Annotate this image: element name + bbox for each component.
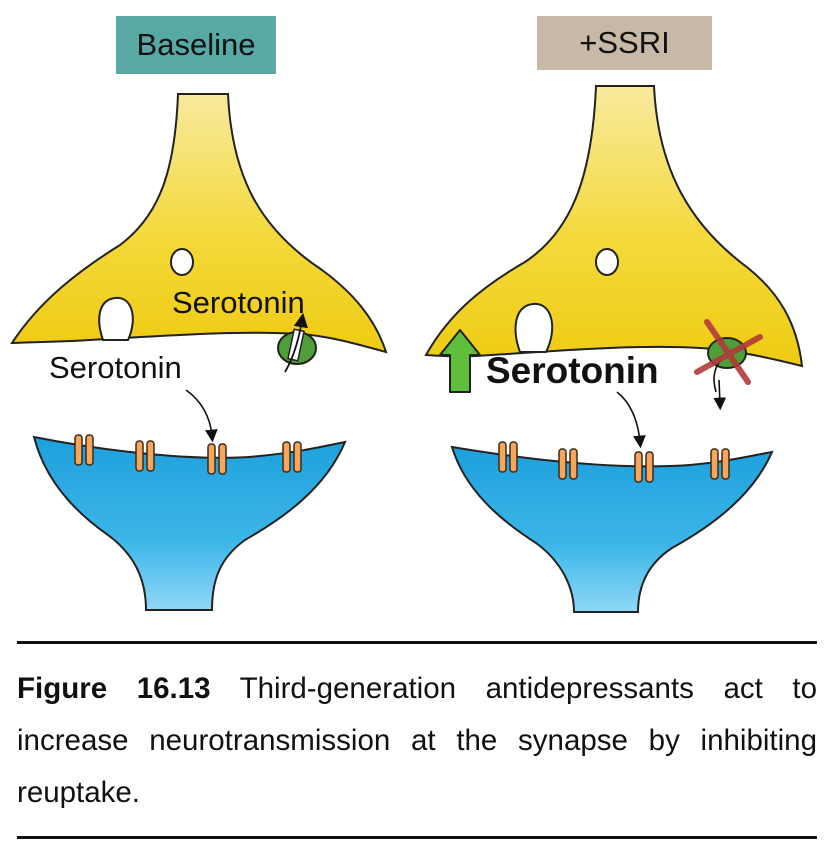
baseline-release-arrow [185, 389, 218, 443]
ssri-presynaptic-terminal [424, 85, 804, 368]
ssri-vesicle [595, 248, 619, 276]
baseline-title-box [116, 16, 276, 74]
ssri-release-arrow [616, 391, 646, 449]
baseline-reuptake-transporter [277, 312, 317, 373]
caption-bottom-rule [17, 836, 817, 839]
ssri-panel: Serotonin [424, 16, 804, 613]
ssri-title-box [537, 16, 712, 70]
figure-label: Figure 16.13 [17, 672, 211, 705]
baseline-presynaptic-terminal [10, 93, 388, 354]
baseline-panel: Serotonin Serotonin [10, 16, 388, 611]
up-arrow-icon [439, 329, 481, 393]
baseline-serotonin-upper-label: Serotonin [172, 285, 305, 320]
figure-caption: Figure 16.13 Third-generation antidepres… [17, 663, 817, 819]
baseline-vesicle [170, 248, 194, 276]
caption-text: Third-generation antidepressants act to … [17, 672, 817, 809]
caption-top-rule [17, 641, 817, 644]
ssri-serotonin-label: Serotonin [486, 350, 659, 391]
baseline-fusing-vesicle [98, 296, 134, 341]
ssri-title: +SSRI [579, 25, 670, 60]
baseline-serotonin-lower-label: Serotonin [49, 350, 182, 385]
baseline-title: Baseline [136, 27, 256, 62]
ssri-fusing-vesicle [514, 302, 554, 353]
x-mark-icon [694, 319, 763, 385]
